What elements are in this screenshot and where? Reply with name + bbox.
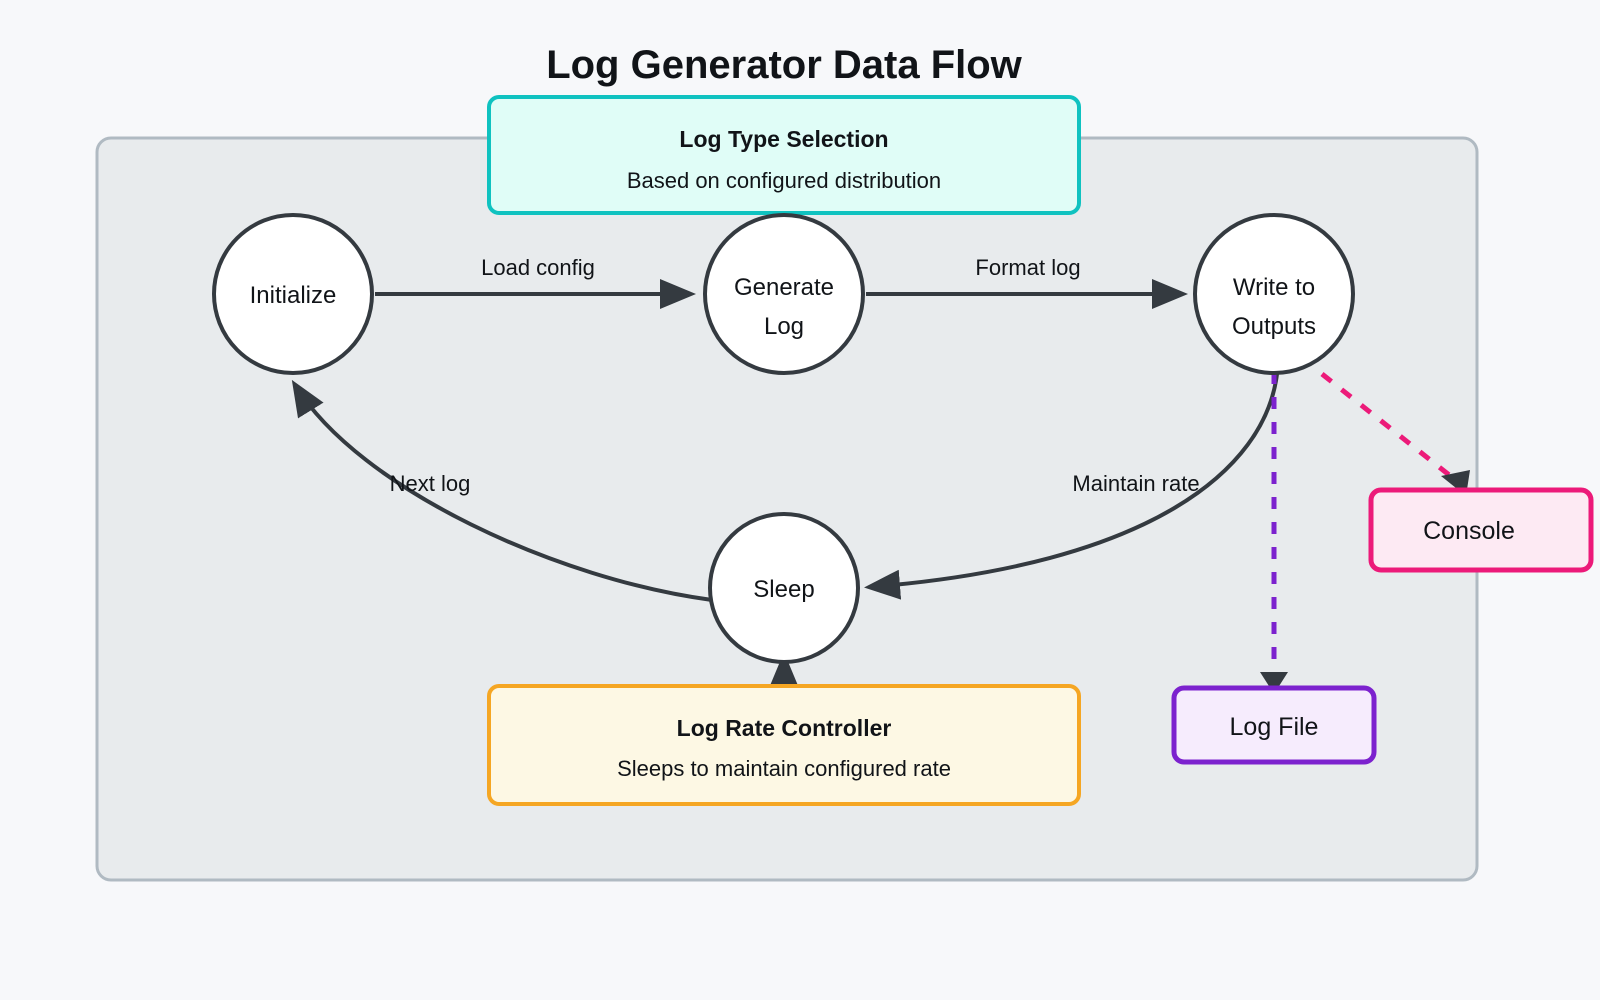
node-sleep-label: Sleep bbox=[753, 576, 814, 603]
box-log-rate-controller-subtitle: Sleeps to maintain configured rate bbox=[617, 756, 951, 781]
node-write-to-outputs[interactable]: Write to Outputs bbox=[1193, 213, 1355, 375]
node-initialize[interactable]: Initialize bbox=[212, 213, 374, 375]
box-console-label: Console bbox=[1423, 517, 1515, 545]
box-console-rect bbox=[1368, 487, 1594, 573]
node-write-to-outputs-circle bbox=[1193, 213, 1355, 375]
box-log-type-selection[interactable]: Log Type Selection Based on configured d… bbox=[487, 95, 1081, 215]
node-write-to-outputs-label-line1: Write to bbox=[1233, 274, 1315, 301]
node-write-to-outputs-label-line2: Outputs bbox=[1232, 313, 1316, 340]
edge-write-to-outputs-to-sleep bbox=[864, 373, 1279, 600]
box-log-rate-controller-rect bbox=[487, 684, 1081, 806]
box-log-file-label: Log File bbox=[1230, 713, 1319, 741]
box-log-type-selection-title: Log Type Selection bbox=[679, 126, 888, 152]
box-log-type-selection-rect bbox=[487, 95, 1081, 215]
node-sleep[interactable]: Sleep bbox=[708, 512, 860, 664]
node-generate-log-circle bbox=[703, 213, 865, 375]
box-log-rate-controller-title: Log Rate Controller bbox=[677, 715, 892, 741]
edge-label-maintain-rate: Maintain rate bbox=[1072, 471, 1199, 496]
edge-label-format-log: Format log bbox=[975, 255, 1080, 280]
box-console[interactable]: Console bbox=[1368, 487, 1594, 573]
box-log-rate-controller[interactable]: Log Rate Controller Sleeps to maintain c… bbox=[487, 684, 1081, 806]
edge-label-load-config: Load config bbox=[481, 255, 595, 280]
page-title: Log Generator Data Flow bbox=[546, 43, 1022, 87]
edge-label-next-log: Next log bbox=[390, 471, 471, 496]
node-initialize-label: Initialize bbox=[250, 282, 337, 309]
node-initialize-circle bbox=[212, 213, 374, 375]
node-generate-log[interactable]: Generate Log bbox=[703, 213, 865, 375]
edge-sleep-to-initialize bbox=[291, 379, 713, 602]
node-generate-log-label-line2: Log bbox=[764, 313, 804, 340]
box-log-file[interactable]: Log File bbox=[1171, 685, 1377, 765]
arrowhead-log-file bbox=[1260, 672, 1288, 694]
edge-write-to-outputs-to-console bbox=[1320, 372, 1460, 484]
node-sleep-circle bbox=[708, 512, 860, 664]
box-log-type-selection-subtitle: Based on configured distribution bbox=[627, 168, 941, 193]
box-log-file-rect bbox=[1171, 685, 1377, 765]
node-generate-log-label-line1: Generate bbox=[734, 274, 834, 301]
